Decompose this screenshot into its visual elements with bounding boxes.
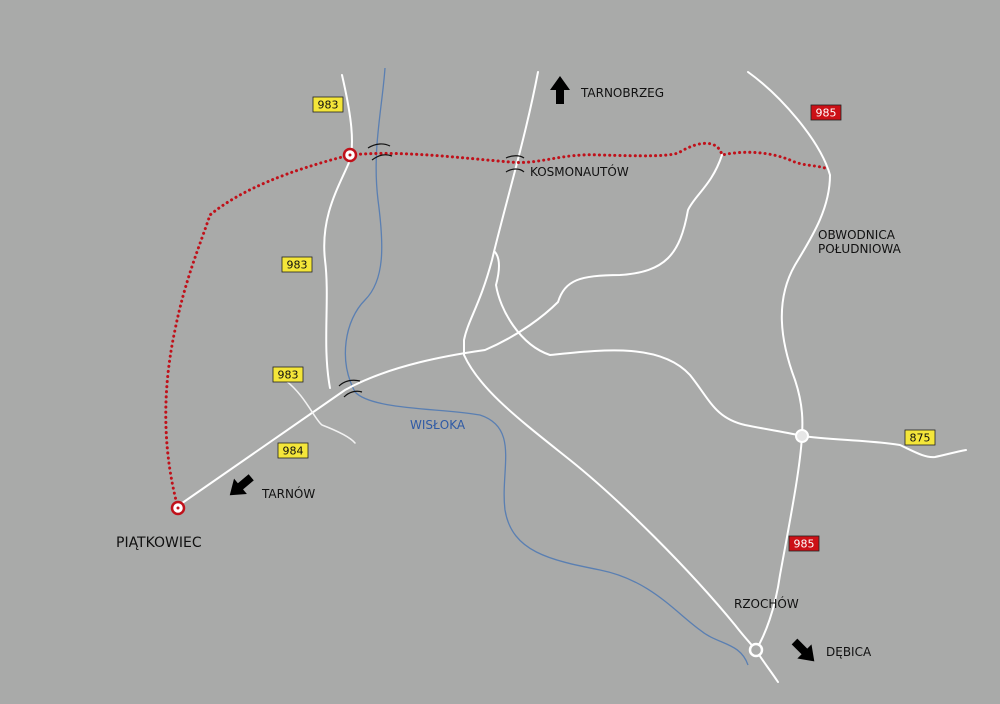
road-badge-875: 875: [904, 429, 936, 446]
road-badge-985: 985: [810, 104, 842, 121]
road-tarnobrzeg: [463, 71, 757, 651]
river-wisloka: [344, 67, 749, 666]
direction-label-tarnow: TARNÓW: [261, 486, 315, 501]
road-badge-983: 983: [312, 96, 344, 113]
road-984: [174, 154, 723, 509]
road-label-obwodnica-1: OBWODNICA: [818, 228, 896, 242]
badge-label: 985: [794, 538, 815, 551]
road-badge-985: 985: [788, 535, 820, 552]
place-label-rzochow: RZOCHÓW: [734, 596, 799, 611]
badge-label: 984: [283, 445, 304, 458]
road-central-east: [494, 251, 803, 437]
badge-label: 983: [318, 99, 339, 112]
road-983-north: [323, 74, 353, 389]
route-endpoint-icon: [170, 500, 186, 516]
river-label: WISŁOKA: [410, 418, 466, 432]
road-network: [174, 71, 967, 683]
road-label-obwodnica-2: POŁUDNIOWA: [818, 242, 902, 256]
road-875: [801, 435, 967, 459]
badge-label: 983: [278, 369, 299, 382]
direction-label-tarnobrzeg: TARNOBRZEG: [580, 86, 664, 100]
direction-label-debica: DĘBICA: [826, 645, 872, 659]
bridge-icon: [505, 155, 525, 173]
bridge-icon: [338, 379, 363, 398]
badge-label: 983: [287, 259, 308, 272]
roundabout-icon: [748, 642, 764, 658]
badge-label: 875: [910, 432, 931, 445]
direction-arrow-icon: [791, 638, 815, 662]
place-label-piatkowiec: PIĄTKOWIEC: [116, 535, 202, 551]
road-badge-984: 984: [277, 442, 309, 459]
road-983-branch: [284, 379, 356, 444]
road-badge-983: 983: [272, 366, 304, 383]
road-985: [747, 71, 831, 651]
route-endpoint-icon: [342, 147, 358, 163]
roundabout-icon: [795, 429, 809, 443]
street-label-kosmonautow: KOSMONAUTÓW: [530, 164, 629, 179]
planned-route: [164, 141, 827, 510]
river-main: [344, 67, 749, 666]
bridge-icon: [367, 143, 393, 161]
direction-arrow-icon: [229, 474, 254, 496]
road-badge-983: 983: [281, 256, 313, 273]
direction-arrow-icon: [550, 76, 570, 104]
badge-label: 985: [816, 107, 837, 120]
